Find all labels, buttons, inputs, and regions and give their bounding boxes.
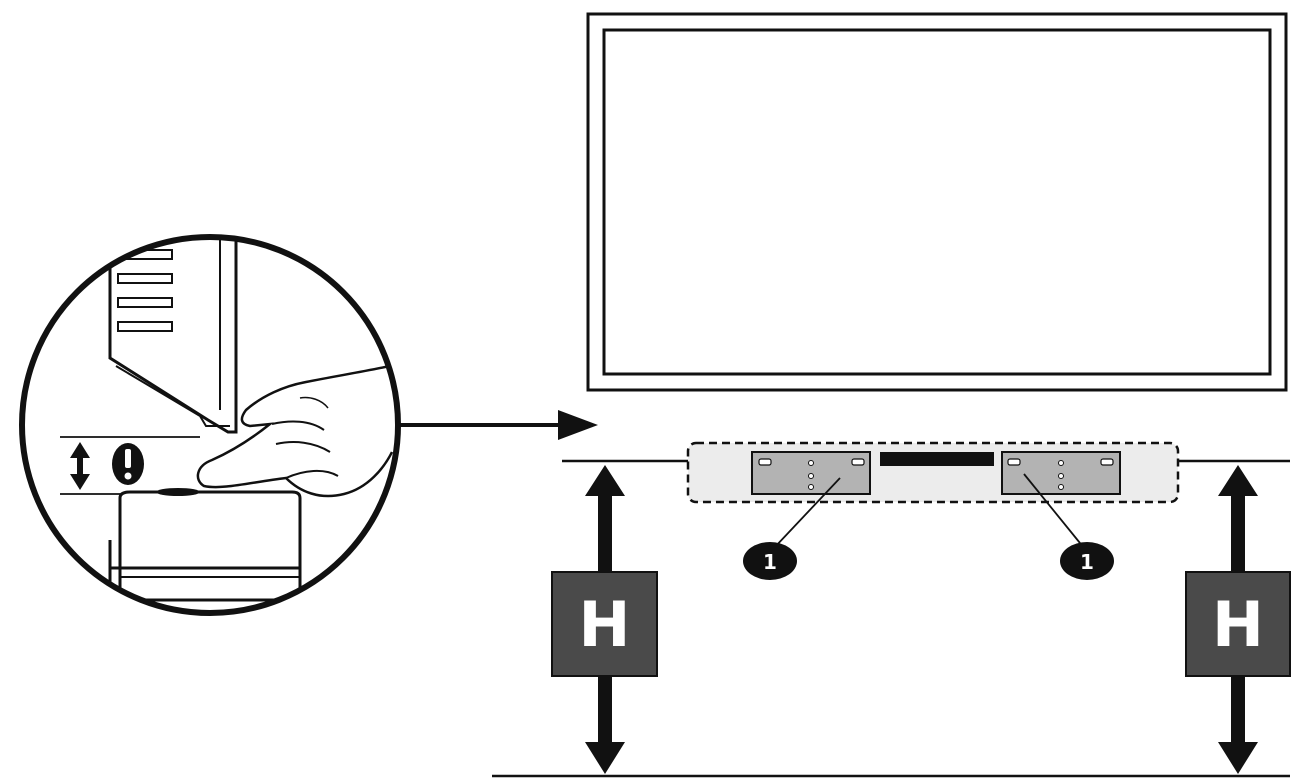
bar-slot (880, 452, 994, 466)
device-below (108, 488, 302, 602)
callout-label: 1 (763, 550, 777, 574)
height-marker-right: H (1185, 465, 1291, 774)
callout-badge-left: 1 (743, 542, 797, 580)
display-edge-detail (108, 240, 238, 434)
callout-leader-right (1023, 473, 1085, 549)
display-panel (586, 12, 1288, 392)
callout-badge-right: 1 (1060, 542, 1114, 580)
bracket-right (1001, 451, 1121, 495)
callout-leader-left (773, 477, 841, 549)
height-label: H (1212, 588, 1264, 661)
pointer-arrow (400, 410, 598, 440)
height-label: H (579, 588, 631, 661)
bracket-left (751, 451, 871, 495)
exclamation-icon (112, 443, 144, 485)
callout-label: 1 (1080, 550, 1094, 574)
height-marker-left: H (551, 465, 658, 774)
gap-arrow (70, 442, 90, 490)
detail-magnifier (19, 234, 401, 616)
hand-pointing (196, 364, 394, 498)
